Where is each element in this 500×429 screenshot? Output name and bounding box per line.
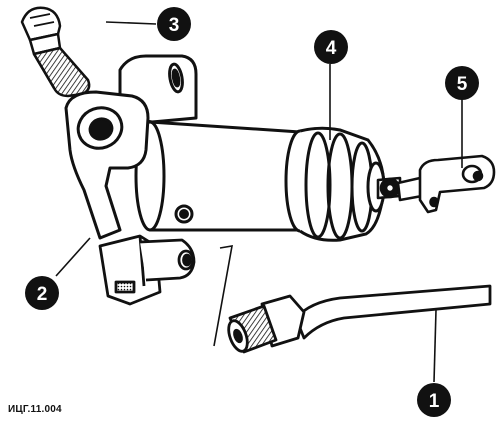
- callout-marker-3: 3: [157, 7, 191, 41]
- callout-marker-1: 1: [417, 383, 451, 417]
- leader-lines: [55, 21, 463, 383]
- callout-label-1: 1: [429, 391, 440, 412]
- callout-label-4: 4: [326, 38, 337, 59]
- pushrod-clevis: [376, 154, 496, 214]
- figure-reference-code: ИЦГ.11.004: [8, 404, 62, 415]
- callout-marker-5: 5: [445, 66, 479, 100]
- bleed-screw: [20, 6, 91, 98]
- callout-label-5: 5: [457, 74, 468, 95]
- hydraulic-port-fitting: [98, 234, 196, 306]
- cylinder-body: [64, 54, 302, 240]
- callout-label-3: 3: [169, 15, 180, 36]
- hydraulic-pipe: [227, 284, 492, 354]
- callout-label-2: 2: [37, 284, 48, 305]
- callout-marker-2: 2: [25, 276, 59, 310]
- callout-marker-4: 4: [314, 30, 348, 64]
- rubber-boot: [284, 126, 386, 242]
